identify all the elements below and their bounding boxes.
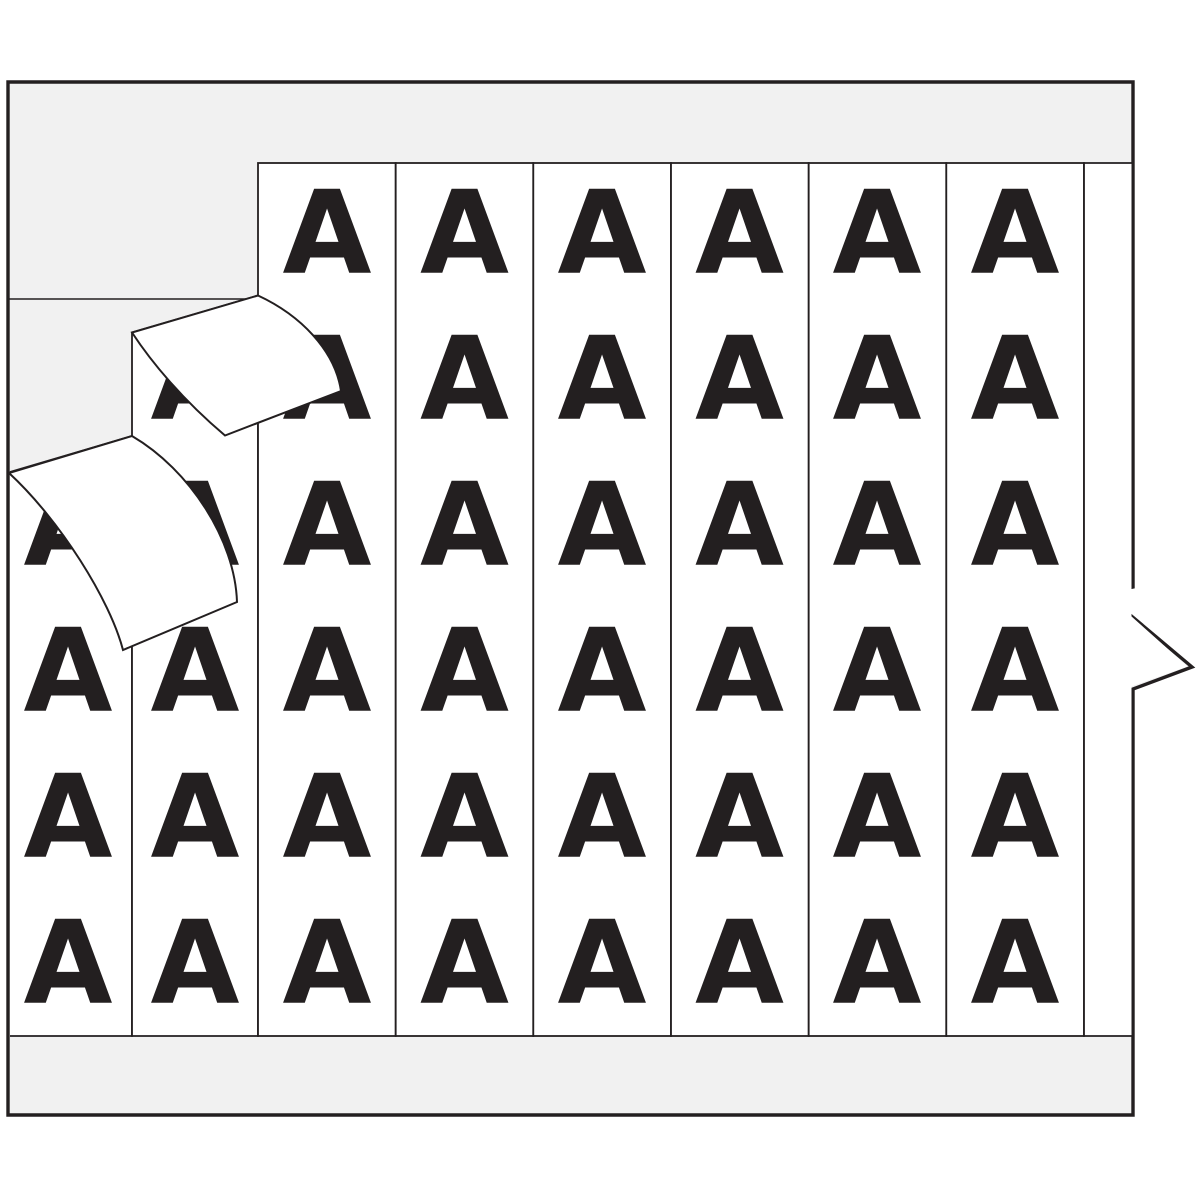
label-strip-4 — [394, 162, 535, 1037]
marker-letter: A — [557, 605, 646, 739]
peeled-label-upper — [130, 294, 343, 437]
label-strip-7 — [807, 162, 948, 1037]
marker-letter: A — [23, 751, 112, 885]
marker-letter: A — [695, 897, 784, 1031]
label-strip-6 — [670, 162, 810, 1037]
marker-letter: A — [970, 751, 1059, 885]
marker-letter: A — [150, 897, 239, 1031]
marker-letter: A — [420, 167, 509, 301]
marker-letter: A — [23, 605, 112, 739]
marker-letter: A — [282, 167, 371, 301]
marker-letter: A — [557, 167, 646, 301]
marker-letter: A — [695, 751, 784, 885]
marker-letter: A — [23, 897, 112, 1031]
label-strip-5 — [532, 162, 672, 1037]
marker-letter: A — [282, 751, 371, 885]
marker-letter: A — [420, 313, 509, 447]
marker-letter: A — [832, 459, 921, 593]
marker-letter: A — [282, 605, 371, 739]
marker-letter: A — [557, 751, 646, 885]
marker-letter: A — [970, 313, 1059, 447]
peeled-label-lower — [7, 434, 239, 652]
marker-letters: AAAAAAAAAAAAAAAAAAAAAAAAAAAAAAAAAAAAAAAA… — [23, 167, 1059, 1031]
marker-letter: A — [970, 459, 1059, 593]
marker-letter: A — [832, 167, 921, 301]
marker-letter: A — [282, 897, 371, 1031]
marker-letter: A — [832, 605, 921, 739]
marker-letter: A — [420, 897, 509, 1031]
label-strip-9-partial — [1083, 162, 1132, 1037]
marker-letter: A — [557, 897, 646, 1031]
marker-letter: A — [695, 605, 784, 739]
marker-letter: A — [695, 313, 784, 447]
marker-letter: A — [695, 459, 784, 593]
marker-letter: A — [557, 313, 646, 447]
marker-letter: A — [832, 313, 921, 447]
marker-letter: A — [420, 605, 509, 739]
marker-letter: A — [970, 167, 1059, 301]
marker-letter: A — [832, 897, 921, 1031]
marker-letter: A — [150, 751, 239, 885]
marker-letter: A — [832, 751, 921, 885]
marker-letter: A — [970, 605, 1059, 739]
marker-letter: A — [420, 751, 509, 885]
marker-letter: A — [282, 459, 371, 593]
marker-letter: A — [695, 167, 784, 301]
marker-letter: A — [970, 897, 1059, 1031]
marker-letter: A — [420, 459, 509, 593]
marker-letter: A — [557, 459, 646, 593]
label-strip-8 — [945, 162, 1085, 1037]
edge-arrow-notch — [1107, 590, 1188, 687]
